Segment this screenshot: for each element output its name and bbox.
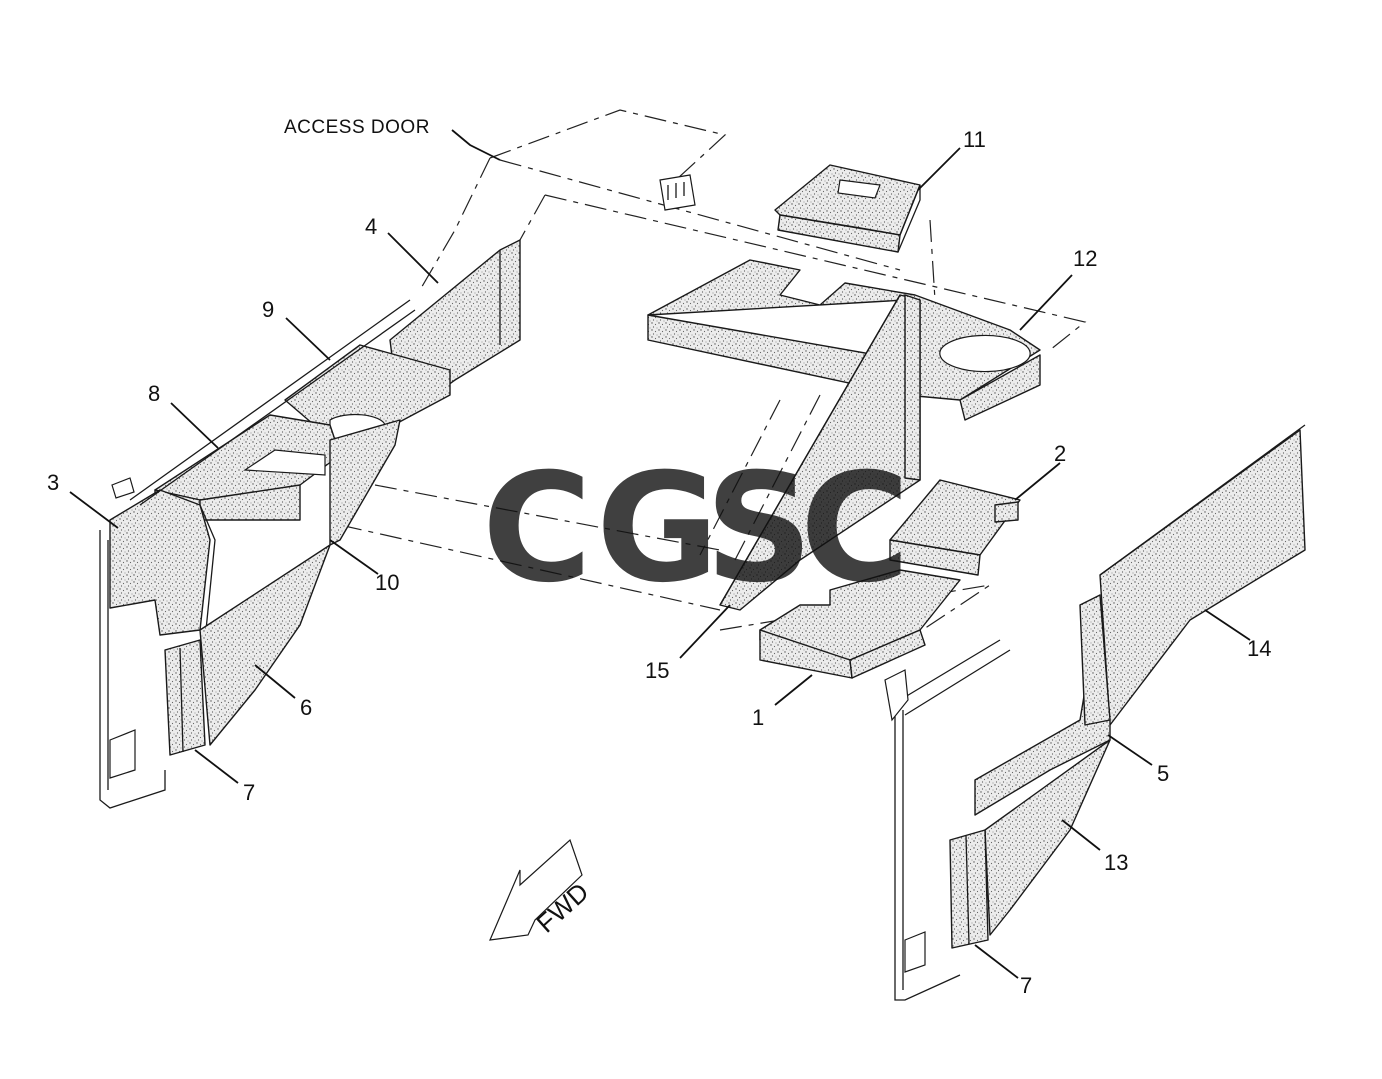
part-11-pad [774,164,921,253]
access-door-label: ACCESS DOOR [284,117,430,138]
part-14-panel [1099,424,1306,726]
part-1-pad [759,569,961,679]
part-13-wedge [984,739,1111,936]
watermark-letter-3: S [705,442,813,616]
callout-4: 4 [365,214,377,239]
callout-14: 14 [1247,636,1271,661]
right-rail [884,639,1011,1001]
callout-15: 15 [645,658,669,683]
callout-13: 13 [1104,850,1128,875]
part-12-pad [647,259,1041,421]
part-2-pad [889,479,1021,576]
part-15-post [719,294,921,611]
callout-labels: ACCESS DOOR 11 12 2 1 15 4 9 8 3 10 6 7 … [47,117,1271,998]
watermark: C G S C [482,442,910,616]
callout-1: 1 [752,705,764,730]
callout-12: 12 [1073,246,1097,271]
callout-7-left: 7 [243,780,255,805]
part-7-left-block [164,639,206,756]
part-5-panel [974,594,1111,816]
callout-10: 10 [375,570,399,595]
part-3-panel [109,489,216,641]
watermark-letter-4: C [800,442,910,616]
callout-2: 2 [1054,441,1066,466]
callout-5: 5 [1157,761,1169,786]
callout-7-right: 7 [1020,973,1032,998]
callout-8: 8 [148,381,160,406]
leader-lines [69,129,1251,979]
watermark-letter-2: G [596,442,719,616]
callout-3: 3 [47,470,59,495]
part-10-wedge [329,419,401,546]
callout-9: 9 [262,297,274,322]
part-6-wedge [199,544,331,746]
access-door-bracket [659,174,696,211]
left-rail [99,299,416,809]
callout-11: 11 [963,127,986,152]
part-7-right-block [949,829,989,949]
watermark-letter-1: C [482,442,592,616]
fwd-arrow: FWD [489,838,595,941]
callout-6: 6 [300,695,312,720]
